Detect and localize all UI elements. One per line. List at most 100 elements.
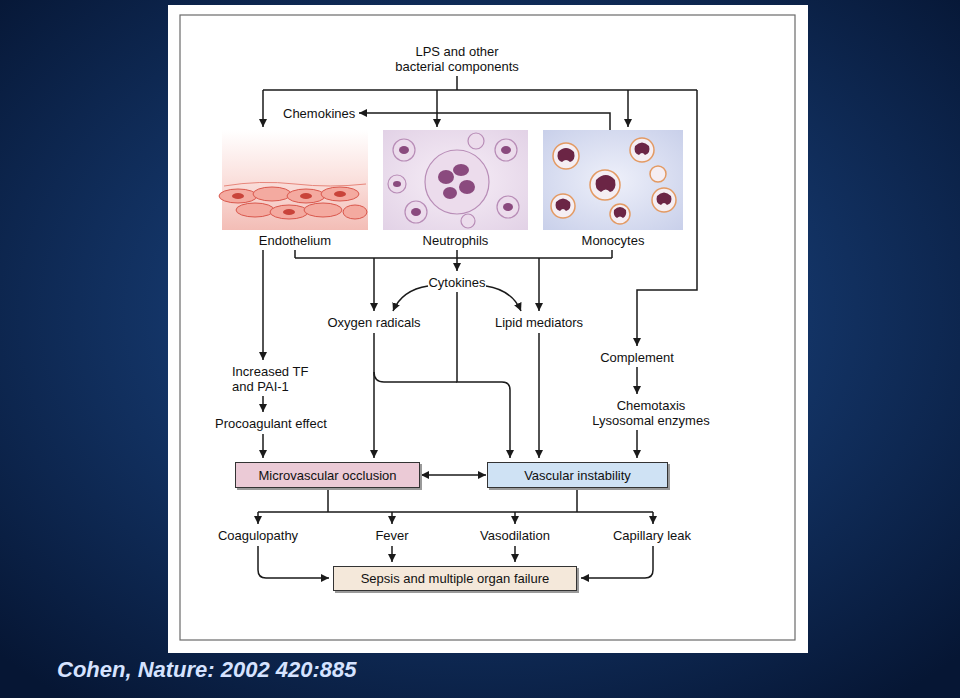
pathway-connector <box>514 512 516 524</box>
pathway-connector <box>262 434 264 458</box>
monocytes-illustration <box>551 194 575 218</box>
neutrophils-illustration <box>425 150 489 214</box>
pathway-connector <box>486 286 521 311</box>
monocytes-illustration <box>556 143 672 219</box>
endothelium-illustration <box>232 191 346 215</box>
citation-caption: Cohen, Nature: 2002 420:885 <box>57 657 357 683</box>
monocytes-illustration <box>556 199 571 212</box>
node-text: Microvascular occlusion <box>259 468 397 483</box>
pathway-connector <box>393 286 428 311</box>
neutrophils-illustration <box>388 175 406 193</box>
endothelium-illustration <box>232 193 244 199</box>
process-box: Sepsis and multiple organ failure <box>333 566 577 591</box>
pathway-label: LPS and other bacterial components <box>393 44 521 74</box>
monocytes-illustration <box>635 143 650 156</box>
endothelium-illustration <box>222 130 368 230</box>
pathway-connector <box>295 250 612 258</box>
endothelium-illustration <box>224 182 366 186</box>
pathway-connector <box>636 430 638 458</box>
pathway-label: Vasodilation <box>480 528 550 543</box>
endothelium-illustration <box>236 203 274 217</box>
endothelium-illustration <box>304 203 342 217</box>
monocytes-illustration <box>657 193 672 206</box>
endothelium-illustration <box>219 189 257 203</box>
pathway-connector <box>514 546 516 562</box>
neutrophils-illustration <box>495 139 517 161</box>
pathway-label: Cytokines <box>428 275 485 290</box>
endothelium-illustration <box>287 189 325 203</box>
endothelium-illustration <box>270 205 308 219</box>
pathway-label: Increased TF and PAI-1 <box>232 364 318 394</box>
neutrophils-illustration <box>405 201 427 223</box>
pathway-connector <box>263 76 697 90</box>
endothelium-illustration <box>219 187 367 219</box>
pathway-label: Fever <box>375 528 408 543</box>
pathway-label: Coagulopathy <box>218 528 298 543</box>
endothelium-illustration <box>219 130 368 230</box>
monocytes-illustration <box>543 130 683 230</box>
pathway-connector <box>257 512 259 524</box>
node-text: Neutrophils <box>423 233 489 248</box>
neutrophils-illustration <box>497 196 519 218</box>
endothelium-illustration <box>334 191 346 197</box>
pathway-connector <box>262 250 264 360</box>
pathway-connector <box>262 396 264 412</box>
pathway-connector <box>374 372 457 382</box>
monocytes-illustration <box>543 130 683 230</box>
endothelium-illustration <box>253 187 291 201</box>
pathway-label: Lipid mediators <box>495 315 583 330</box>
figure-border <box>180 15 795 640</box>
node-text: Vascular instability <box>524 468 631 483</box>
pathway-label: Procoagulant effect <box>215 416 327 431</box>
neutrophils-illustration <box>388 133 519 228</box>
figure-panel <box>168 5 808 653</box>
pathway-connector <box>627 90 629 127</box>
pathway-label: Capillary leak <box>613 528 691 543</box>
neutrophils-illustration <box>468 133 484 149</box>
pathway-label: Complement <box>600 350 674 365</box>
pathway-connector <box>258 76 697 578</box>
monocytes-illustration <box>596 175 616 192</box>
pathway-connector <box>258 488 653 512</box>
monocytes-illustration <box>610 204 630 224</box>
pathway-connector <box>373 333 375 458</box>
neutrophils-illustration <box>393 139 415 161</box>
node-text: Monocytes <box>582 233 645 248</box>
process-box: Microvascular occlusion <box>235 462 420 488</box>
endothelium-illustration <box>300 193 312 199</box>
neutrophils-illustration <box>438 170 454 184</box>
neutrophils-illustration <box>503 203 513 211</box>
pathway-label: Chemotaxis Lysosomal enzymes <box>589 398 713 428</box>
cell-panel: Monocytes <box>543 130 683 248</box>
pathway-connector <box>373 258 375 311</box>
endothelium-illustration <box>343 205 367 219</box>
pathway-label: Oxygen radicals <box>327 315 420 330</box>
neutrophils-illustration <box>461 214 475 228</box>
monocytes-illustration <box>553 143 579 169</box>
pathway-connector <box>391 512 393 524</box>
process-box: Vascular instability <box>487 462 668 488</box>
pathway-connector <box>581 546 653 578</box>
neutrophils-illustration <box>383 130 528 230</box>
pathway-arrow <box>421 474 486 476</box>
neutrophils-illustration <box>411 208 421 216</box>
neutrophils-illustration <box>453 164 469 176</box>
monocytes-illustration <box>614 207 626 218</box>
pathway-label: Chemokines <box>283 106 355 121</box>
monocytes-illustration <box>551 138 676 224</box>
monocytes-illustration <box>558 148 575 162</box>
neutrophils-illustration <box>393 146 513 216</box>
pathway-connector <box>262 90 264 127</box>
pathway-connector <box>652 512 654 524</box>
cell-panel: Endothelium <box>222 130 368 248</box>
neutrophils-illustration <box>399 146 409 154</box>
monocytes-illustration <box>652 188 676 212</box>
monocytes-illustration <box>590 170 620 200</box>
monocytes-illustration <box>650 166 666 182</box>
pathway-connector <box>456 258 458 271</box>
pathway-connector <box>538 333 540 458</box>
endothelium-illustration <box>321 187 359 201</box>
